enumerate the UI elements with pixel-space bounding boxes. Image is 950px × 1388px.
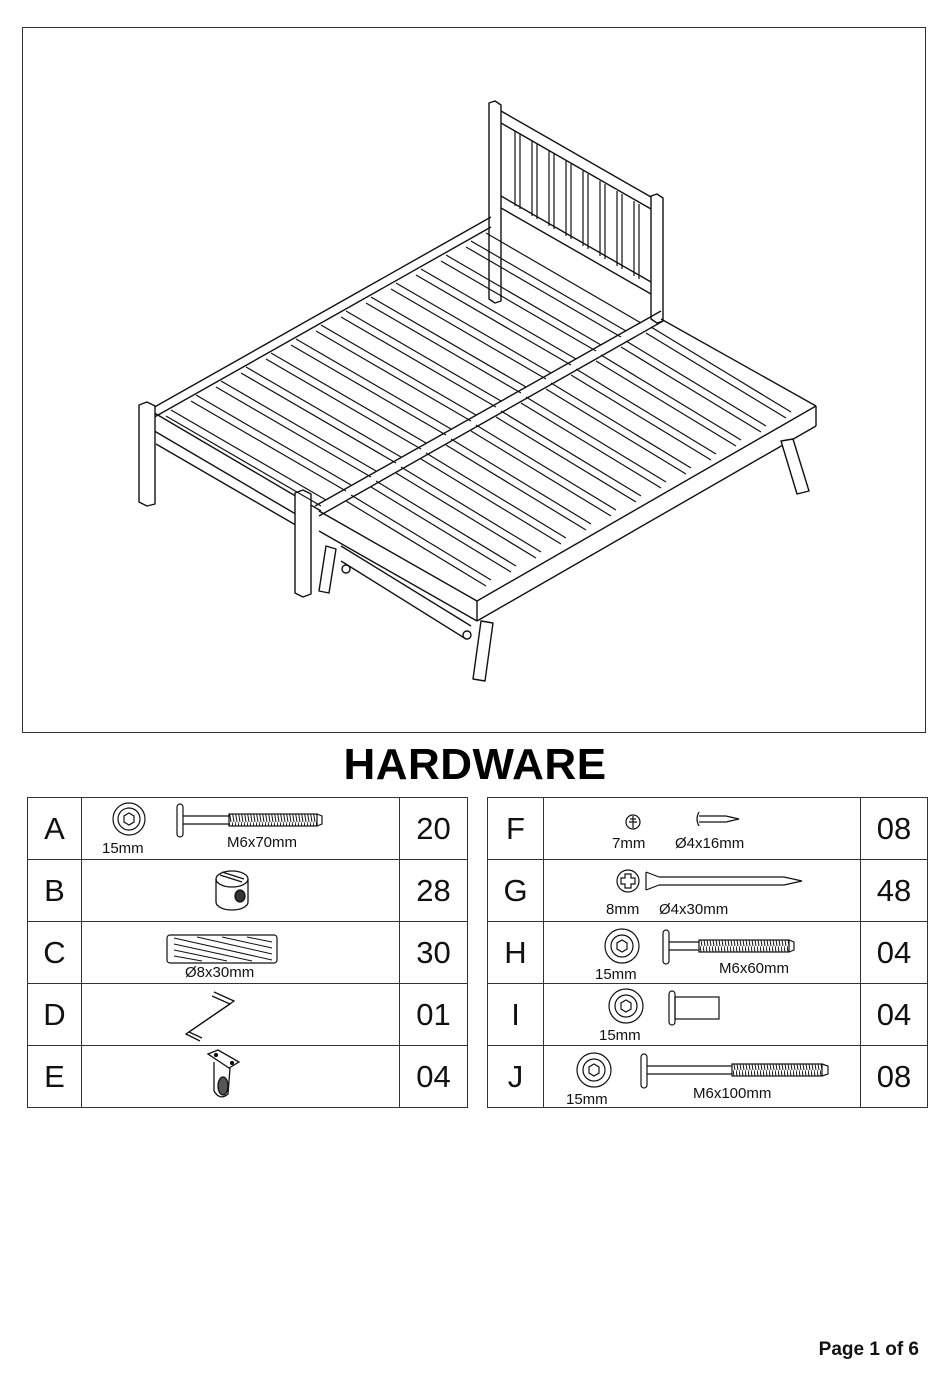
part-letter: C: [27, 921, 82, 984]
part-letter: H: [487, 921, 544, 984]
part-illustration: 15mm M6x70mm: [81, 797, 400, 860]
part-illustration: 15mm M6x60mm: [543, 921, 861, 984]
short-screw-icon: [625, 811, 740, 830]
screw-size-label: Ø4x16mm: [675, 835, 745, 852]
allen-key-icon: [184, 991, 236, 1042]
bolt-with-washer-icon: [112, 802, 323, 838]
dowel-size-label: Ø8x30mm: [185, 964, 255, 981]
bed-illustration: [138, 100, 817, 682]
part-illustration: Ø8x30mm: [81, 921, 400, 984]
part-letter: B: [27, 859, 82, 922]
bolt-size-label: M6x70mm: [227, 834, 298, 851]
washer-size-label: 15mm: [102, 840, 144, 857]
hardware-row-d: D 01: [27, 983, 468, 1046]
part-quantity: 28: [399, 859, 468, 922]
hardware-table-right: F 7mm Ø4x16mm 08 G 8mm Ø4x30mm 48: [487, 797, 928, 1108]
washer-size-label: 15mm: [595, 966, 637, 983]
headboard: [488, 100, 664, 324]
part-illustration: 15mm M6x100mm: [543, 1045, 861, 1108]
hardware-row-b: B 28: [27, 859, 468, 922]
page-number: Page 1 of 6: [818, 1339, 919, 1360]
barrel-nut-icon: [215, 870, 249, 911]
part-illustration: 15mm: [543, 983, 861, 1046]
part-letter: I: [487, 983, 544, 1046]
part-quantity: 20: [399, 797, 468, 860]
part-quantity: 04: [399, 1045, 468, 1108]
hardware-row-c: C Ø8x30mm 30: [27, 921, 468, 984]
part-letter: G: [487, 859, 544, 922]
part-illustration: 8mm Ø4x30mm: [543, 859, 861, 922]
part-quantity: 48: [860, 859, 928, 922]
hardware-row-j: J 15mm M6x100mm 08: [487, 1045, 928, 1108]
head-size-label: 7mm: [612, 835, 646, 852]
bolt-size-label: M6x100mm: [693, 1085, 772, 1102]
long-bolt-with-washer-icon: [576, 1052, 829, 1089]
bolt-with-washer-icon: [604, 928, 795, 965]
trundle: [318, 318, 817, 682]
illustration-frame: [22, 27, 926, 733]
part-quantity: 08: [860, 1045, 928, 1108]
part-quantity: 01: [399, 983, 468, 1046]
wood-screw-icon: [616, 869, 803, 893]
main-frame: [138, 216, 664, 598]
part-illustration: 7mm Ø4x16mm: [543, 797, 861, 860]
part-letter: E: [27, 1045, 82, 1108]
hardware-row-e: E 04: [27, 1045, 468, 1108]
part-quantity: 04: [860, 983, 928, 1046]
part-illustration: [81, 983, 400, 1046]
hardware-row-a: A 15mm M6x70mm 20: [27, 797, 468, 860]
hardware-row-f: F 7mm Ø4x16mm 08: [487, 797, 928, 860]
washer-size-label: 15mm: [599, 1027, 641, 1044]
part-letter: A: [27, 797, 82, 860]
part-quantity: 30: [399, 921, 468, 984]
part-letter: J: [487, 1045, 544, 1108]
hardware-title: HARDWARE: [343, 740, 607, 789]
part-letter: D: [27, 983, 82, 1046]
head-size-label: 8mm: [606, 901, 640, 918]
part-quantity: 04: [860, 921, 928, 984]
hardware-row-g: G 8mm Ø4x30mm 48: [487, 859, 928, 922]
connector-bolt-icon: [608, 988, 720, 1026]
bolt-size-label: M6x60mm: [719, 960, 790, 977]
hardware-row-h: H 15mm M6x60mm 04: [487, 921, 928, 984]
wooden-dowel-icon: [166, 934, 278, 964]
screw-size-label: Ø4x30mm: [659, 901, 729, 918]
part-letter: F: [487, 797, 544, 860]
caster-wheel-icon: [206, 1049, 241, 1098]
hardware-table-left: A 15mm M6x70mm 20 B 28: [27, 797, 468, 1108]
part-illustration: [81, 1045, 400, 1108]
part-illustration: [81, 859, 400, 922]
washer-size-label: 15mm: [566, 1091, 608, 1108]
hardware-row-i: I 15mm 04: [487, 983, 928, 1046]
part-quantity: 08: [860, 797, 928, 860]
